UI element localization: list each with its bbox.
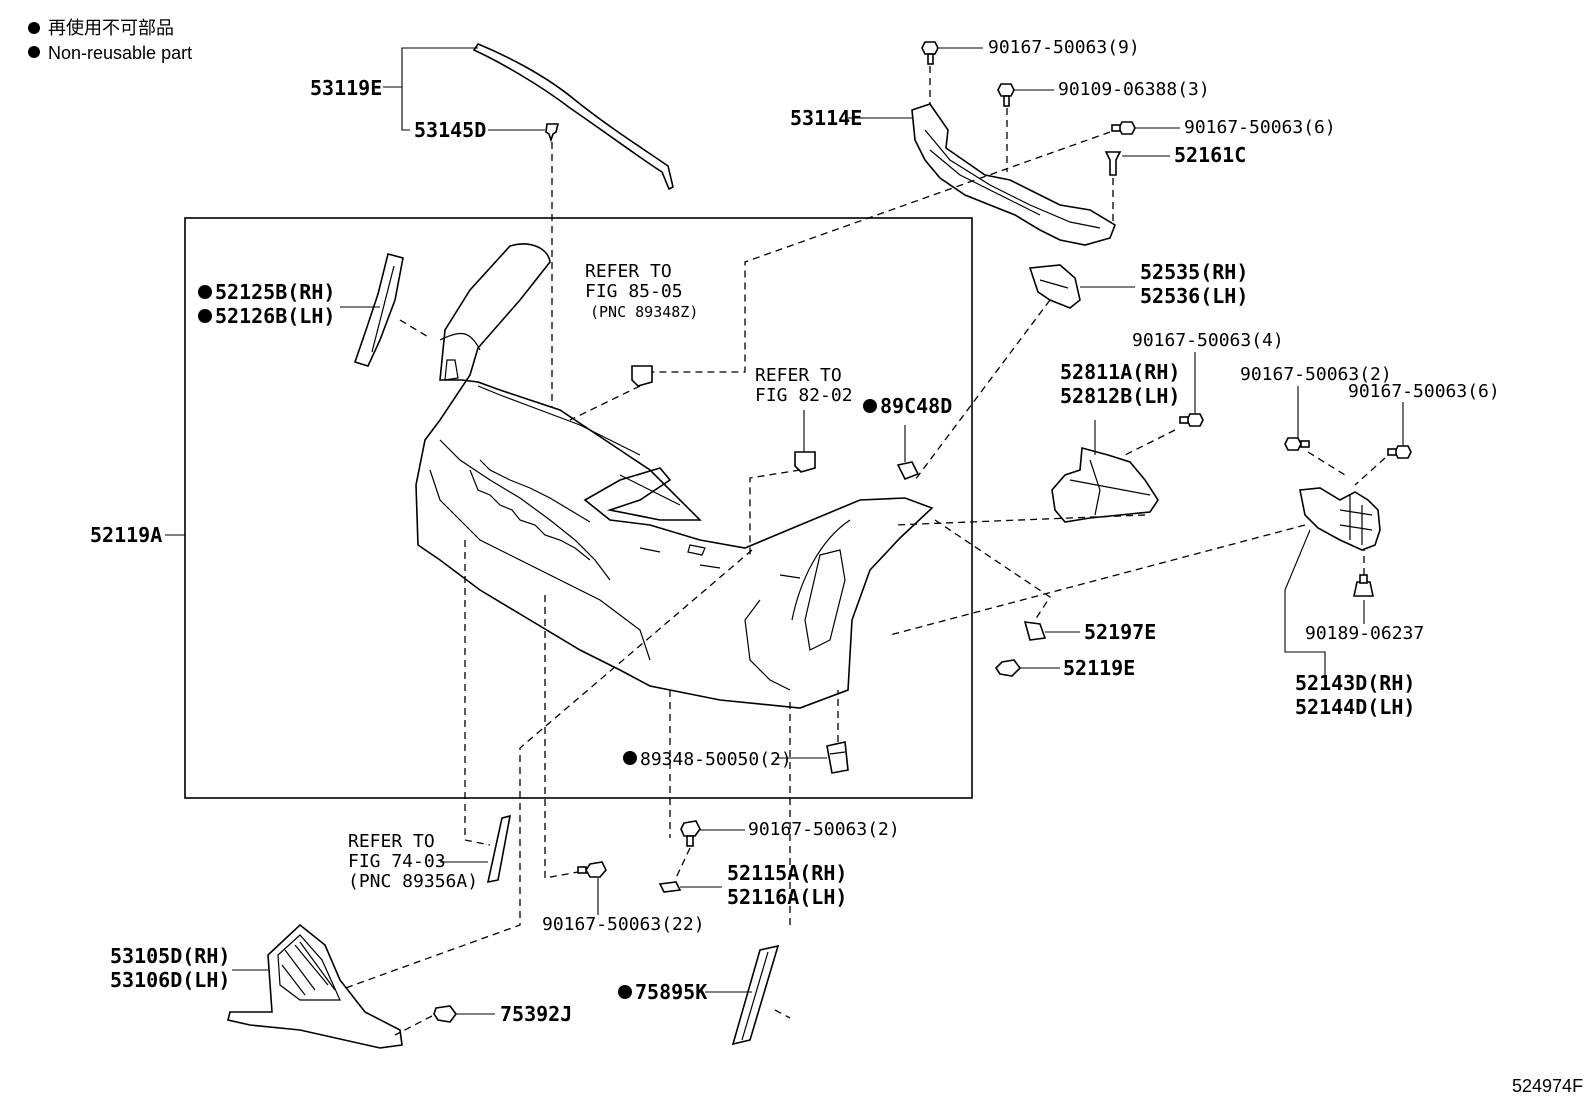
non-reusable-bullet-icon <box>198 309 212 323</box>
label-52197E: 52197E <box>1084 620 1156 644</box>
label-90167-2a: 90167-50063(2) <box>1240 364 1392 385</box>
clip-52115A-icon <box>658 881 682 893</box>
label-52144D-lh: 52144D(LH) <box>1295 695 1415 719</box>
grille-53105D-shape <box>227 923 403 1049</box>
label-53145D: 53145D <box>414 118 486 142</box>
non-reusable-bullet-icon <box>28 46 40 58</box>
diagram-id: 524974F <box>1512 1076 1583 1096</box>
reflector-89356A-shape <box>486 814 512 884</box>
molding-53119E-shape <box>472 43 674 191</box>
legend: 再使用不可部品 Non-reusable part <box>28 18 192 63</box>
label-52161C: 52161C <box>1174 143 1246 167</box>
bracket-52811A-shape <box>1051 446 1159 523</box>
bumper-cover-52119A-shape <box>415 243 934 709</box>
bumper-assembly-frame <box>184 217 973 799</box>
label-90167-2b: 90167-50063(2) <box>748 819 900 840</box>
label-53105D-rh: 53105D(RH) <box>110 944 230 968</box>
screw-90167-6a-icon <box>1111 121 1136 135</box>
sensor-retainer-89348-icon <box>826 741 849 774</box>
screw-90167-22-icon <box>577 861 607 878</box>
non-reusable-bullet-icon <box>623 751 637 765</box>
refer-82-02-line2: FIG 82-02 <box>755 385 853 406</box>
refer-74-03-line3: (PNC 89356A) <box>348 871 478 892</box>
label-89348-50050: 89348-50050(2) <box>640 749 792 770</box>
refer-85-05-line3: (PNC 89348Z) <box>590 303 698 321</box>
refer-74-03-line1: REFER TO <box>348 831 435 852</box>
clip-75392J-icon <box>433 1005 457 1023</box>
label-52116A-lh: 52116A(LH) <box>727 885 847 909</box>
label-53119E: 53119E <box>310 76 382 100</box>
label-52126B-lh: 52126B(LH) <box>215 304 335 328</box>
screw-52119E-icon <box>994 659 1022 677</box>
label-52125B-rh: 52125B(RH) <box>215 280 335 304</box>
label-75895K: 75895K <box>635 980 707 1004</box>
retainer-52125B-shape <box>353 253 404 367</box>
refer-82-02-line1: REFER TO <box>755 365 842 386</box>
non-reusable-bullet-icon <box>28 22 40 34</box>
clip-52161C-icon <box>1104 151 1122 176</box>
label-89C48D: 89C48D <box>880 394 952 418</box>
label-52119A: 52119A <box>90 523 162 547</box>
label-90167-22: 90167-50063(22) <box>542 914 705 935</box>
label-52115A-rh: 52115A(RH) <box>727 861 847 885</box>
clip-52197E-icon <box>1023 621 1047 641</box>
non-reusable-bullet-icon <box>863 399 877 413</box>
nut-82-02-icon <box>794 451 816 473</box>
label-52143D-rh: 52143D(RH) <box>1295 671 1415 695</box>
screw-90167-2a-icon <box>1284 437 1310 451</box>
label-52811A-rh: 52811A(RH) <box>1060 360 1180 384</box>
emblem-75895K-shape <box>731 944 780 1046</box>
bracket-52535-shape <box>1028 264 1081 309</box>
non-reusable-bullet-icon <box>198 285 212 299</box>
non-reusable-bullet-icon <box>618 985 632 999</box>
refer-74-03-line2: FIG 74-03 <box>348 851 446 872</box>
screw-90167-9-icon <box>921 41 939 65</box>
label-53106D-lh: 53106D(LH) <box>110 968 230 992</box>
label-75392J: 75392J <box>500 1002 572 1026</box>
label-90167-9: 90167-50063(9) <box>988 37 1140 58</box>
legend-en: Non-reusable part <box>48 43 192 63</box>
screw-90167-6b-icon <box>1387 445 1412 459</box>
label-53114E: 53114E <box>790 106 862 130</box>
sensor-89C48D-icon <box>896 461 920 481</box>
label-90167-6b: 90167-50063(6) <box>1348 381 1500 402</box>
label-90109-3: 90109-06388(3) <box>1058 79 1210 100</box>
screw-90167-4-icon <box>1179 413 1204 427</box>
screw-90109-icon <box>997 83 1015 107</box>
label-52536-lh: 52536(LH) <box>1140 284 1248 308</box>
clip-90189-icon <box>1353 574 1374 597</box>
bracket-52143D-shape <box>1299 487 1381 551</box>
label-52535-rh: 52535(RH) <box>1140 260 1248 284</box>
nut-89348Z-icon <box>631 365 653 387</box>
bracket-53114E-shape <box>911 103 1116 246</box>
label-90167-6a: 90167-50063(6) <box>1184 117 1336 138</box>
screw-90167-2b-icon <box>680 820 701 847</box>
refer-85-05-line2: FIG 85-05 <box>585 281 683 302</box>
refer-85-05-line1: REFER TO <box>585 261 672 282</box>
label-90167-4: 90167-50063(4) <box>1132 330 1284 351</box>
label-52812B-lh: 52812B(LH) <box>1060 384 1180 408</box>
label-90189-06237: 90189-06237 <box>1305 623 1424 644</box>
label-52119E: 52119E <box>1063 656 1135 680</box>
legend-jp: 再使用不可部品 <box>48 18 174 38</box>
